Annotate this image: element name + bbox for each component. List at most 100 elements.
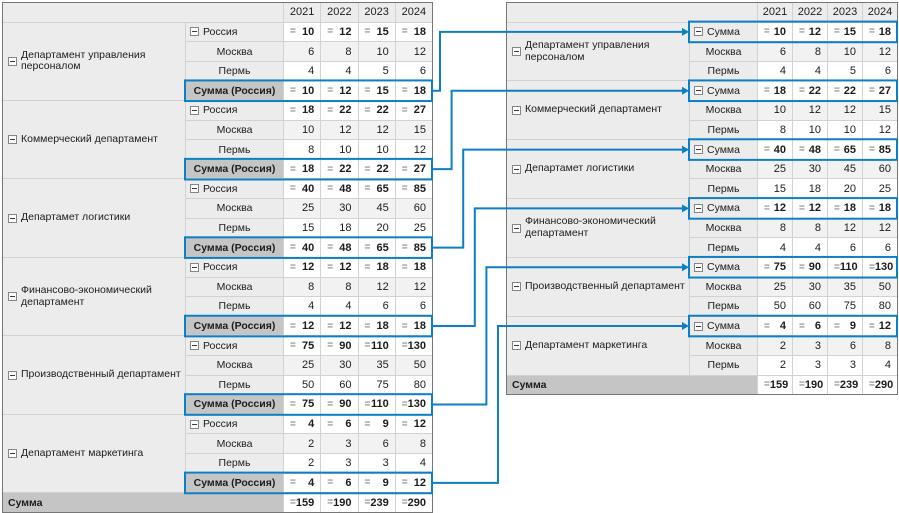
equals-icon: = [834,379,840,391]
value-cell: 15 [284,218,321,238]
row-label: Россия [203,25,238,38]
collapse-icon[interactable] [512,164,521,174]
value-cell: =110 [358,336,395,355]
value-cell: =90 [321,336,358,355]
sum-row-header: Сумма [690,316,757,336]
value-cell: 10 [758,101,792,120]
value-text: 80 [413,378,426,391]
collapse-icon[interactable] [8,56,17,66]
value-text: 18 [413,261,426,274]
collapse-icon[interactable] [694,262,703,272]
value-text: 15 [376,25,389,38]
department-label: Департамет логистики [21,211,131,224]
value-cell: =65 [358,238,395,257]
collapse-icon[interactable] [694,321,703,331]
value-cell: =27 [395,159,432,179]
collapse-icon[interactable] [694,27,703,37]
value-cell: 12 [828,218,862,238]
value-cell: =18 [358,257,395,277]
row-label: Пермь [707,123,740,136]
sum-row-header: Сумма (Россия) [186,395,283,414]
value-text: 190 [333,496,352,509]
equals-icon: = [401,497,408,509]
row-label: Сумма (Россия) [193,476,276,489]
collapse-icon[interactable] [8,370,17,380]
row-label: Сумма [707,25,740,38]
value-cell: 10 [321,140,358,159]
value-cell: 6 [358,434,395,454]
collapse-icon[interactable] [512,282,521,292]
value-cell: 50 [395,355,432,375]
row-label: Пермь [707,300,740,313]
equals-icon: = [799,261,805,273]
collapse-icon[interactable] [190,341,199,351]
value-cell: 10 [828,42,862,61]
collapse-icon[interactable] [694,145,703,155]
collapse-icon[interactable] [512,223,521,233]
value-text: 75 [843,300,856,313]
region-row-header: Москва [186,120,283,140]
row-label: Сумма (Россия) [193,84,276,97]
sum-row-header: Сумма [690,199,757,218]
equals-icon: = [290,398,296,410]
value-text: 40 [302,241,315,254]
equals-icon: = [290,418,296,430]
value-text: 12 [302,320,315,333]
value-text: 27 [878,84,891,97]
value-text: 130 [874,261,894,274]
collapse-icon[interactable] [8,135,17,145]
region-row-header: Пермь [186,218,283,238]
equals-icon: = [364,398,371,410]
value-text: 10 [339,143,352,156]
value-cell: =18 [395,22,432,42]
collapse-icon[interactable] [8,449,17,459]
collapse-icon[interactable] [190,105,199,115]
row-label: Россия [203,339,238,352]
equals-icon: = [799,320,805,332]
collapse-icon[interactable] [8,213,17,223]
value-text: 60 [808,300,821,313]
value-text: 20 [376,222,389,234]
collapse-icon[interactable] [512,105,521,115]
equals-icon: = [364,104,371,116]
value-cell: =85 [863,140,897,159]
collapse-icon[interactable] [190,184,199,194]
collapse-icon[interactable] [694,203,703,213]
value-cell: 3 [321,434,358,454]
value-text: 6 [814,320,821,333]
collapse-icon[interactable] [8,292,17,302]
value-cell: 12 [395,42,432,61]
row-label: Россия [203,261,238,274]
value-text: 18 [808,182,821,195]
value-cell: =9 [358,473,395,493]
row-label: Пермь [707,241,740,254]
equals-icon: = [834,144,840,156]
value-text: 10 [843,123,856,136]
grand-total-row-header: Сумма [3,493,283,512]
value-text: 190 [804,378,824,391]
value-cell: 60 [395,199,432,218]
value-cell: 4 [395,454,432,473]
value-text: 50 [413,359,426,372]
collapse-icon[interactable] [694,86,703,96]
equals-icon: = [799,202,805,214]
collapse-icon[interactable] [512,47,521,57]
collapse-icon[interactable] [512,341,521,351]
value-cell: 45 [828,159,862,179]
value-text: 130 [407,339,426,352]
equals-icon: = [364,242,371,254]
value-text: 80 [878,300,891,313]
collapse-icon[interactable] [190,27,199,37]
row-label: Сумма [707,261,740,274]
region-row-header: Пермь [690,238,757,257]
collapse-icon[interactable] [190,262,199,272]
department-label: Производственный департамент [525,279,685,292]
value-cell: 4 [284,297,321,316]
collapse-icon[interactable] [190,419,199,429]
equals-icon: = [834,85,840,97]
value-cell: =6 [321,473,358,493]
value-cell: =18 [395,81,432,101]
equals-icon: = [327,398,334,410]
region-row-header: Москва [690,101,757,120]
sum-row-header: Сумма [690,81,757,101]
